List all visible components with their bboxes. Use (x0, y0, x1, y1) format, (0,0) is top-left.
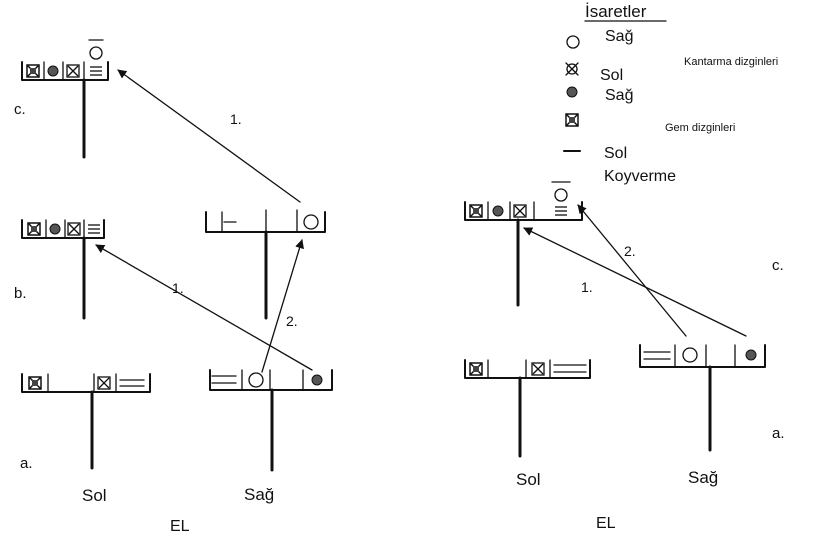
legend-item-3-label: Sağ (605, 87, 633, 104)
right-hand-c (464, 181, 583, 307)
left-hand-c (21, 39, 109, 159)
left-hand-sol-label: Sol (82, 486, 107, 505)
legend-filled-dot-icon (566, 86, 578, 98)
left-b-arrow-two-label: 2. (286, 313, 298, 329)
left-hand-a-sag (209, 369, 333, 472)
legend-kantarma-label: Kantarma dizginleri (684, 56, 778, 68)
right-caption: EL (596, 515, 616, 532)
left-hand-a-sol (21, 373, 151, 470)
left-hand-b-right (205, 209, 326, 320)
legend-koyverme-label: Koyverme (604, 168, 676, 185)
left-step-c-label: c. (14, 101, 26, 118)
left-caption: EL (170, 518, 190, 534)
left-step-b-label: b. (14, 285, 27, 302)
right-step-c-label: c. (772, 257, 784, 274)
legend-item-2-label: Sol (600, 67, 623, 84)
left-b-arrow-one-label: 1. (172, 280, 184, 296)
left-step-a-label: a. (20, 455, 33, 472)
right-step-a-label: a. (772, 425, 785, 442)
right-hand-a-sol (464, 359, 591, 458)
right-arrow-2 (577, 204, 687, 337)
left-arrow-b-1 (95, 244, 313, 371)
legend-circle-icon (566, 35, 580, 49)
right-arrow-two-label: 2. (624, 243, 636, 259)
right-hand-sag-label: Sağ (688, 468, 718, 487)
legend-item-1-label: Sağ (605, 28, 633, 45)
legend-x-circle-icon (565, 62, 579, 76)
legend-x-square-icon (565, 113, 579, 127)
left-arrow-c-1 (117, 69, 301, 203)
legend: İsaretler Sağ Sol Sağ Gem dizginleri Sol… (563, 2, 778, 185)
right-arrow-one-label: 1. (581, 279, 593, 295)
right-arrow-1 (523, 227, 747, 337)
left-c-arrow-one-label: 1. (230, 111, 242, 127)
right-hand-a-sag (639, 344, 766, 452)
left-hand-sag-label: Sağ (244, 485, 274, 504)
legend-item-5-label: Sol (604, 145, 627, 162)
left-hand-b (21, 219, 105, 320)
left-arrow-b-2 (261, 239, 304, 373)
legend-item-4-label: Gem dizginleri (665, 122, 735, 134)
right-hand-sol-label: Sol (516, 470, 541, 489)
legend-title: İsaretler (585, 2, 647, 21)
